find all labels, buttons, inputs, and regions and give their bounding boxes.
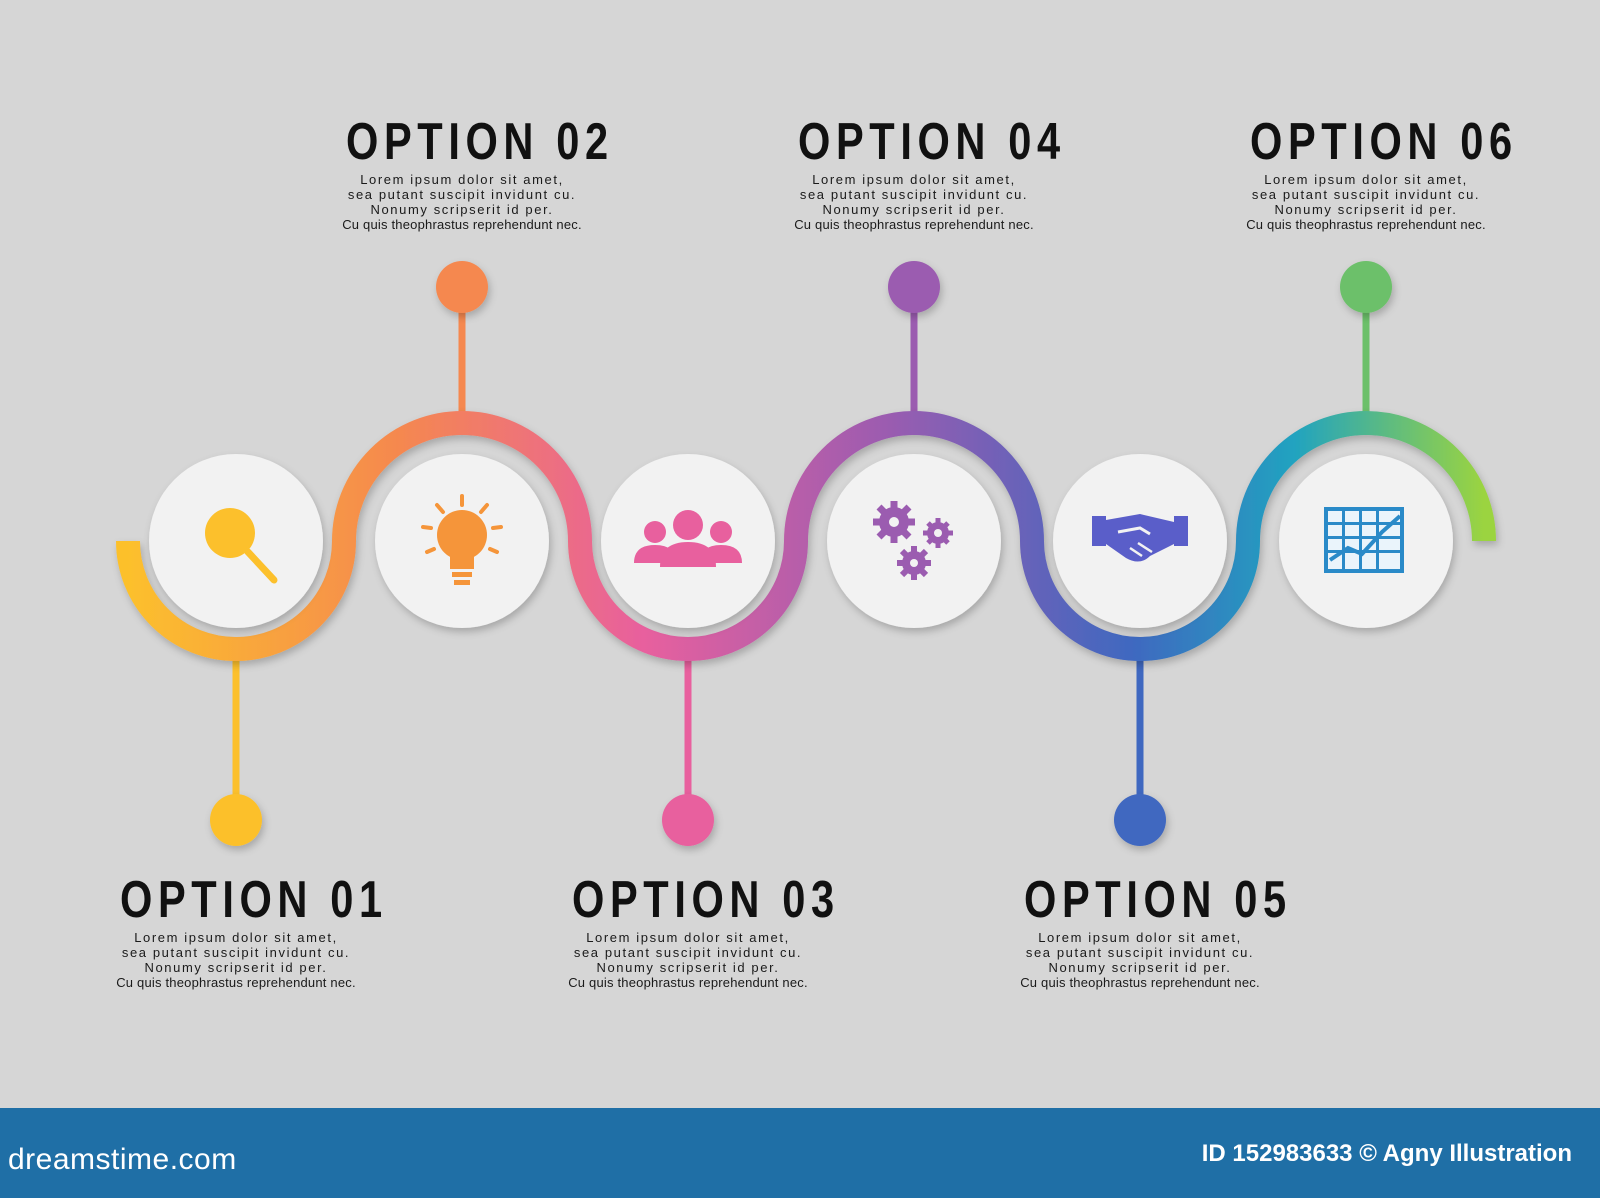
option-02-line-1: Lorem ipsum dolor sit amet, — [360, 172, 564, 187]
option-03-block: OPTION 03 Lorem ipsum dolor sit amet, se… — [543, 871, 840, 990]
connector-stems — [232, 296, 1370, 812]
option-06-title: OPTION 06 — [1250, 113, 1518, 171]
option-01-line-1: Lorem ipsum dolor sit amet, — [134, 930, 338, 945]
footer-image-id: ID 152983633 © Agny Illustration — [1201, 1140, 1572, 1167]
option-01-block: OPTION 01 Lorem ipsum dolor sit amet, se… — [91, 871, 388, 990]
option-02-line-4: Cu quis theophrastus reprehendunt nec. — [342, 217, 582, 232]
option-04-block: OPTION 04 Lorem ipsum dolor sit amet, se… — [769, 113, 1066, 232]
option-01-line-3: Nonumy scripserit id per. — [144, 960, 328, 975]
gears-icon — [873, 501, 953, 580]
team-icon — [634, 510, 742, 567]
option-03-title: OPTION 03 — [572, 871, 840, 929]
option-03-line-3: Nonumy scripserit id per. — [596, 960, 780, 975]
footer-brand[interactable]: dreamstime.com — [8, 1143, 237, 1176]
icon-circle-04 — [827, 454, 1001, 628]
dot-option-02 — [436, 261, 488, 313]
option-02-line-2: sea putant suscipit invidunt cu. — [347, 187, 577, 202]
option-06-line-4: Cu quis theophrastus reprehendunt nec. — [1246, 217, 1486, 232]
icon-circles — [149, 454, 1453, 628]
option-01-line-4: Cu quis theophrastus reprehendunt nec. — [116, 975, 356, 990]
option-03-line-2: sea putant suscipit invidunt cu. — [573, 945, 803, 960]
option-04-title: OPTION 04 — [798, 113, 1066, 171]
wave-band — [116, 411, 1496, 661]
option-06-line-1: Lorem ipsum dolor sit amet, — [1264, 172, 1468, 187]
option-03-line-4: Cu quis theophrastus reprehendunt nec. — [568, 975, 808, 990]
option-04-line-2: sea putant suscipit invidunt cu. — [799, 187, 1029, 202]
dot-option-01 — [210, 794, 262, 846]
chart-icon — [1324, 507, 1404, 573]
option-05-line-4: Cu quis theophrastus reprehendunt nec. — [1020, 975, 1260, 990]
option-05-line-2: sea putant suscipit invidunt cu. — [1025, 945, 1255, 960]
option-06-line-3: Nonumy scripserit id per. — [1274, 202, 1458, 217]
option-01-title: OPTION 01 — [120, 871, 388, 929]
dot-option-04 — [888, 261, 940, 313]
dot-option-03 — [662, 794, 714, 846]
option-04-line-1: Lorem ipsum dolor sit amet, — [812, 172, 1016, 187]
option-01-line-2: sea putant suscipit invidunt cu. — [121, 945, 351, 960]
end-dots — [210, 261, 1392, 846]
icon-circle-03 — [601, 454, 775, 628]
option-02-title: OPTION 02 — [346, 113, 614, 171]
option-05-line-3: Nonumy scripserit id per. — [1048, 960, 1232, 975]
option-06-block: OPTION 06 Lorem ipsum dolor sit amet, se… — [1221, 113, 1518, 232]
option-06-line-2: sea putant suscipit invidunt cu. — [1251, 187, 1481, 202]
dot-option-06 — [1340, 261, 1392, 313]
magnifier-icon — [205, 508, 278, 584]
option-05-title: OPTION 05 — [1024, 871, 1292, 929]
handshake-icon — [1092, 514, 1188, 562]
option-02-line-3: Nonumy scripserit id per. — [370, 202, 554, 217]
footer-bar — [0, 1108, 1600, 1198]
option-02-block: OPTION 02 Lorem ipsum dolor sit amet, se… — [317, 113, 614, 232]
dot-option-05 — [1114, 794, 1166, 846]
option-03-line-1: Lorem ipsum dolor sit amet, — [586, 930, 790, 945]
option-04-line-3: Nonumy scripserit id per. — [822, 202, 1006, 217]
option-05-line-1: Lorem ipsum dolor sit amet, — [1038, 930, 1242, 945]
lightbulb-icon — [421, 494, 503, 585]
option-05-block: OPTION 05 Lorem ipsum dolor sit amet, se… — [995, 871, 1292, 990]
option-04-line-4: Cu quis theophrastus reprehendunt nec. — [794, 217, 1034, 232]
